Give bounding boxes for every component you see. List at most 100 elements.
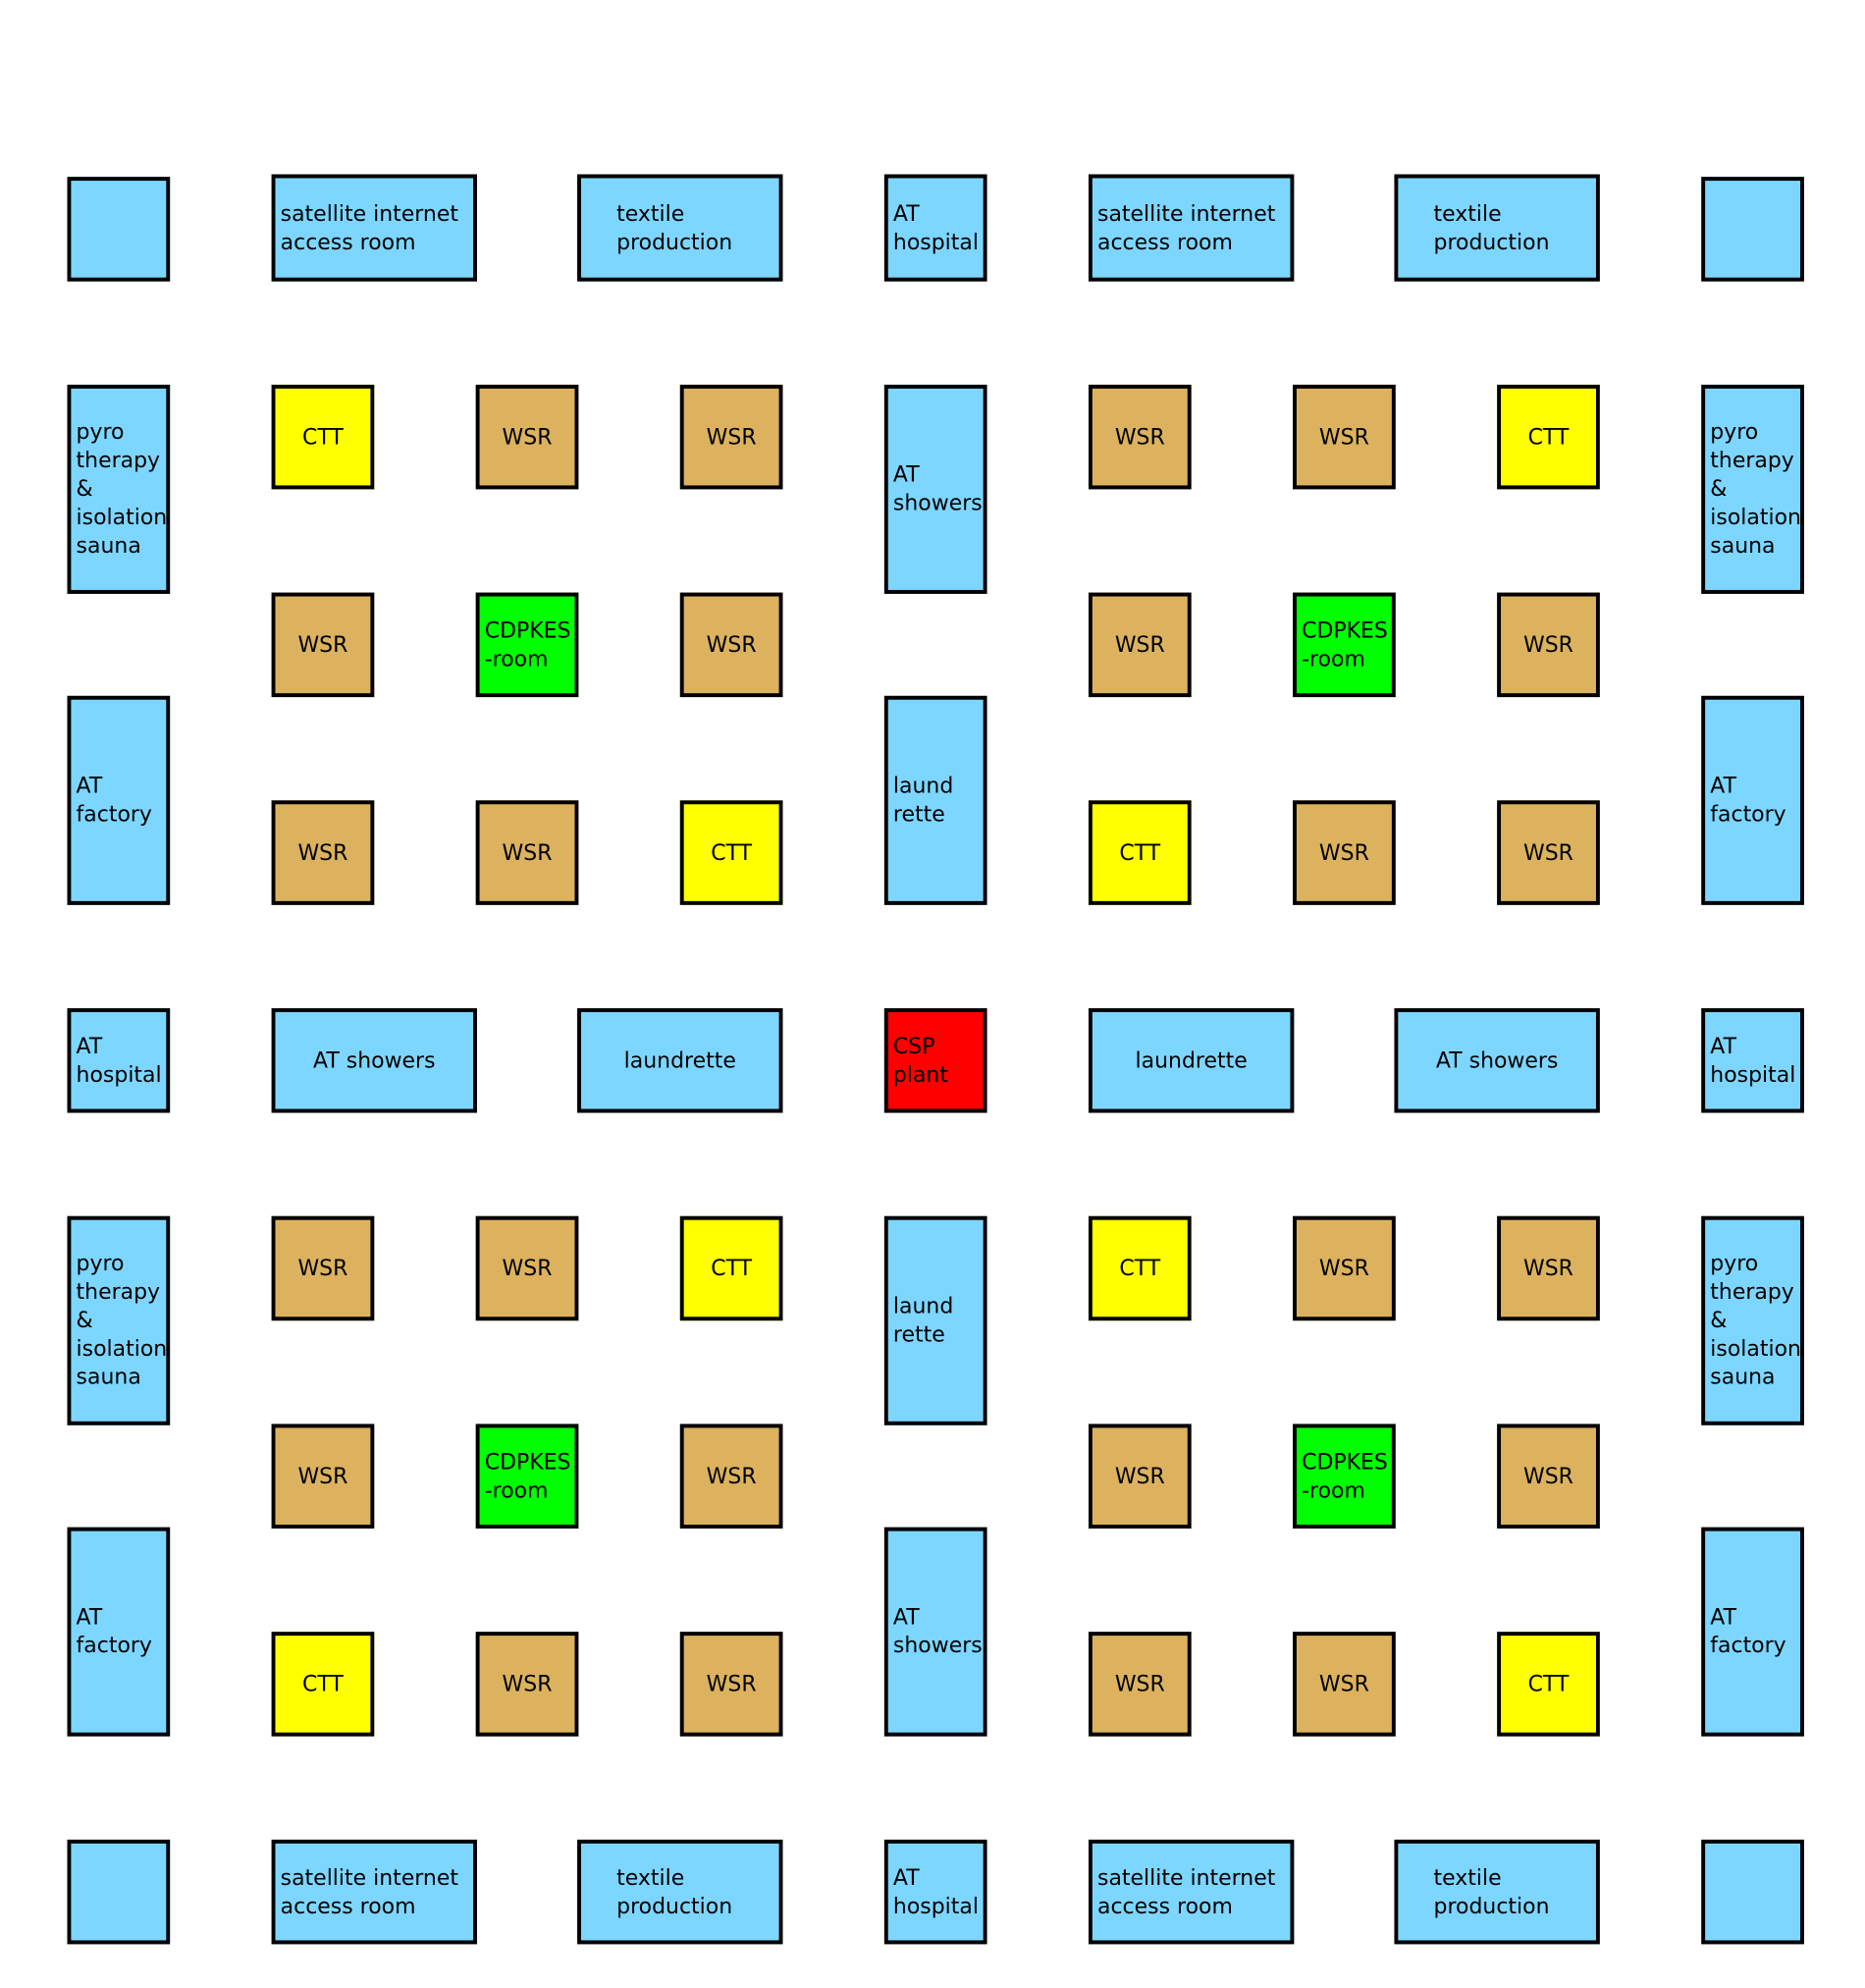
room-pyro-therapy-isolation-sauna: pyro therapy & isolation sauna <box>67 384 171 594</box>
room-unlabeled <box>1701 177 1804 282</box>
room-label: AT hospital <box>1710 1033 1796 1088</box>
room-cdpkes-room: CDPKES -room <box>475 592 579 698</box>
room-wsr: WSR <box>1088 1632 1192 1737</box>
room-at-hospital: AT hospital <box>1701 1008 1804 1113</box>
room-wsr: WSR <box>1293 800 1396 905</box>
room-label: CTT <box>711 839 753 866</box>
room-label: WSR <box>1318 1255 1369 1282</box>
room-at-showers: AT showers <box>883 384 987 594</box>
room-pyro-therapy-isolation-sauna: pyro therapy & isolation sauna <box>67 1215 171 1425</box>
room-at-showers: AT showers <box>1394 1008 1600 1113</box>
room-label: WSR <box>1114 1671 1165 1697</box>
room-label: CTT <box>1119 1255 1161 1282</box>
room-label: AT factory <box>76 773 152 828</box>
room-ctt: CTT <box>1497 384 1600 490</box>
room-csp-plant: CSP plant <box>883 1008 987 1113</box>
room-label: CSP plant <box>892 1033 948 1088</box>
room-label: CDPKES -room <box>1302 618 1388 672</box>
room-label: CTT <box>302 423 344 451</box>
room-wsr: WSR <box>1293 384 1396 490</box>
room-label: textile production <box>1433 1864 1550 1919</box>
room-label: textile production <box>1433 200 1550 255</box>
room-wsr: WSR <box>1088 384 1192 490</box>
room-ctt: CTT <box>1088 800 1192 905</box>
room-wsr: WSR <box>1088 1424 1192 1529</box>
room-label: textile production <box>616 1864 733 1919</box>
room-wsr: WSR <box>679 384 783 490</box>
room-label: AT factory <box>1710 773 1786 828</box>
room-at-factory: AT factory <box>1701 1527 1804 1737</box>
room-label: WSR <box>1318 839 1369 866</box>
room-label: WSR <box>1523 839 1573 866</box>
room-label: WSR <box>502 1671 553 1697</box>
room-label: AT hospital <box>892 1864 979 1919</box>
room-label: WSR <box>706 1671 757 1697</box>
room-cdpkes-room: CDPKES -room <box>1293 1424 1396 1529</box>
room-wsr: WSR <box>1088 592 1192 698</box>
room-label: satellite internet access room <box>1097 200 1276 255</box>
room-label: AT showers <box>892 461 983 516</box>
room-label: WSR <box>706 423 757 451</box>
room-unlabeled <box>67 177 171 282</box>
room-ctt: CTT <box>1088 1215 1192 1321</box>
room-at-factory: AT factory <box>67 695 171 905</box>
room-cdpkes-room: CDPKES -room <box>1293 592 1396 698</box>
room-label: WSR <box>706 631 757 658</box>
room-pyro-therapy-isolation-sauna: pyro therapy & isolation sauna <box>1701 1215 1804 1425</box>
room-label: AT hospital <box>76 1033 162 1088</box>
room-label: WSR <box>706 1463 757 1489</box>
room-wsr: WSR <box>271 592 375 698</box>
room-textile-production: textile production <box>577 174 783 282</box>
room-laundrette: laundrette <box>1088 1008 1295 1113</box>
room-ctt: CTT <box>271 1632 375 1737</box>
room-label: WSR <box>1114 1463 1165 1489</box>
room-laund-rette: laund rette <box>883 695 987 905</box>
room-label: laund rette <box>892 1293 954 1348</box>
room-unlabeled <box>1701 1839 1804 1945</box>
room-at-factory: AT factory <box>1701 695 1804 905</box>
room-satellite-internet-access-room: satellite internet access room <box>271 174 477 282</box>
room-label: CTT <box>1527 423 1570 451</box>
room-textile-production: textile production <box>1394 174 1600 282</box>
room-label: WSR <box>502 839 553 866</box>
room-label: pyro therapy & isolation sauna <box>1710 419 1801 560</box>
room-at-showers: AT showers <box>271 1008 477 1113</box>
room-label: WSR <box>297 839 348 866</box>
room-wsr: WSR <box>679 592 783 698</box>
room-wsr: WSR <box>475 1632 579 1737</box>
room-at-showers: AT showers <box>883 1527 987 1737</box>
room-label: CDPKES -room <box>484 618 571 672</box>
room-label: pyro therapy & isolation sauna <box>1710 1251 1801 1391</box>
room-label: CTT <box>711 1255 753 1282</box>
room-unlabeled <box>67 1839 171 1945</box>
room-at-factory: AT factory <box>67 1527 171 1737</box>
room-label: WSR <box>502 423 553 451</box>
room-label: pyro therapy & isolation sauna <box>76 1251 168 1391</box>
room-label: WSR <box>1523 1255 1573 1282</box>
room-satellite-internet-access-room: satellite internet access room <box>271 1839 477 1945</box>
room-label: satellite internet access room <box>280 200 458 255</box>
room-label: CDPKES -room <box>1302 1449 1388 1504</box>
room-wsr: WSR <box>679 1424 783 1529</box>
room-label: laundrette <box>1135 1048 1248 1074</box>
room-ctt: CTT <box>679 1215 783 1321</box>
room-label: WSR <box>502 1255 553 1282</box>
room-label: laund rette <box>892 773 954 828</box>
room-ctt: CTT <box>679 800 783 905</box>
room-label: AT showers <box>1435 1048 1559 1074</box>
room-wsr: WSR <box>271 1215 375 1321</box>
room-label: WSR <box>1318 423 1369 451</box>
room-label: WSR <box>1523 631 1573 658</box>
room-wsr: WSR <box>1497 800 1600 905</box>
room-label: AT showers <box>313 1048 436 1074</box>
room-wsr: WSR <box>271 1424 375 1529</box>
room-label: pyro therapy & isolation sauna <box>76 419 168 560</box>
room-wsr: WSR <box>679 1632 783 1737</box>
room-label: AT factory <box>76 1604 152 1659</box>
room-label: CDPKES -room <box>484 1449 571 1504</box>
room-wsr: WSR <box>271 800 375 905</box>
room-label: laundrette <box>623 1048 736 1074</box>
room-wsr: WSR <box>475 384 579 490</box>
room-pyro-therapy-isolation-sauna: pyro therapy & isolation sauna <box>1701 384 1804 594</box>
